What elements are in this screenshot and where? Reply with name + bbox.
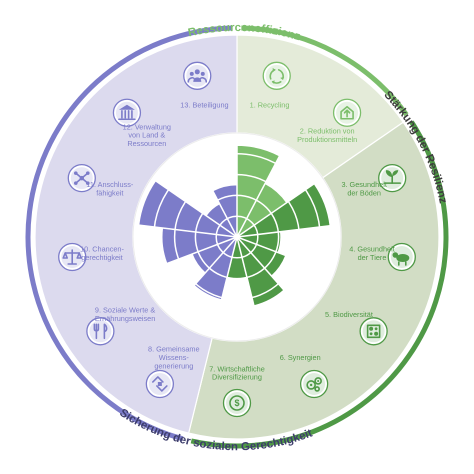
biodiversity-icon xyxy=(359,317,388,346)
soil-sprout-icon xyxy=(378,163,407,193)
scales-icon xyxy=(58,242,87,272)
governance-building-icon xyxy=(112,98,142,127)
reduce-inputs-icon xyxy=(332,98,362,127)
grid-spoke xyxy=(236,177,324,238)
principle-label: 1. Recycling xyxy=(250,100,290,109)
knowledge-exchange-icon xyxy=(145,369,175,399)
grid-spoke xyxy=(188,144,238,238)
grid-spoke xyxy=(236,236,307,316)
grid-spoke xyxy=(236,236,335,275)
group-arc-gerechtigkeit xyxy=(25,25,233,442)
grid-spoke xyxy=(139,236,238,275)
svg-text:$: $ xyxy=(234,398,239,408)
inner-disc-border xyxy=(132,132,342,342)
grid-spoke xyxy=(133,223,238,238)
grid-spoke xyxy=(211,236,238,339)
animal-health-icon xyxy=(387,242,416,272)
group-arcs xyxy=(25,25,449,449)
recycle-icon xyxy=(262,61,291,90)
synergy-gears-icon xyxy=(299,369,329,399)
grid-spoke xyxy=(167,236,238,316)
cutlery-icon xyxy=(86,317,115,346)
grid-rings xyxy=(132,132,342,342)
principle-label: 5. Biodiversität xyxy=(325,310,373,319)
group-arc-ressourceneffizienz xyxy=(241,25,409,117)
participation-icon xyxy=(183,61,212,90)
grid-spoke xyxy=(236,144,286,238)
connectivity-icon xyxy=(67,163,96,193)
economic-diversification-icon: $ xyxy=(222,388,252,418)
principle-label: 6. Synergien xyxy=(280,353,321,362)
grid-spoke xyxy=(150,177,238,238)
grid-spoke xyxy=(236,223,341,238)
principle-icons: $ xyxy=(58,61,416,418)
principle-label: 13. Beteiligung xyxy=(180,100,228,109)
principle-label: 9. Soziale Werte &Ernährungsweisen xyxy=(95,306,156,323)
principle-label: 10. Chancen-gerechtigkeit xyxy=(80,245,124,262)
grid-spoke xyxy=(236,236,263,339)
group-arc-resilienz xyxy=(190,120,449,449)
principle-label: 11. Anschluss-fähigkeit xyxy=(86,180,133,197)
